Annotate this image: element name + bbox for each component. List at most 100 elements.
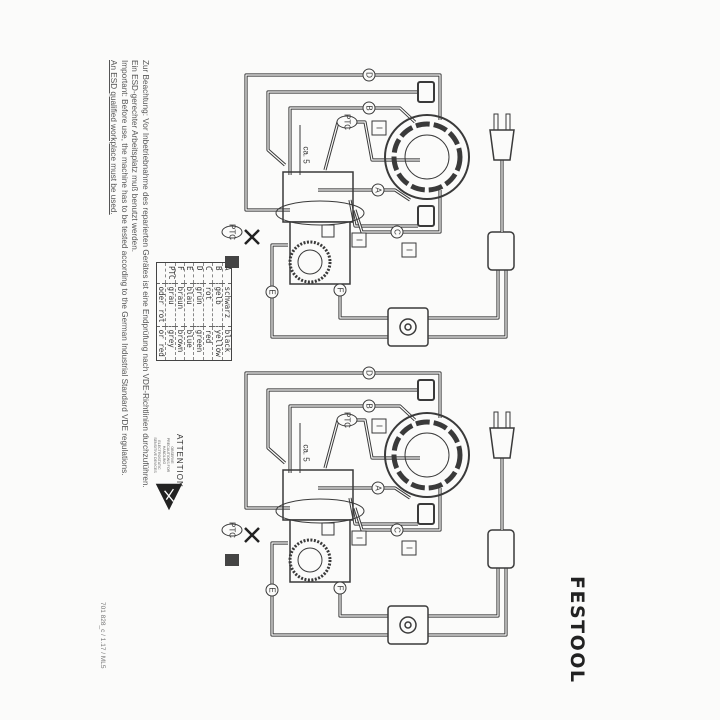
wire-label-c: C [393, 527, 402, 533]
brush-holder-top [417, 379, 435, 401]
terminal-box [401, 540, 417, 556]
switch-knob-center [404, 621, 412, 629]
note-en-esd: An ESD qualified workplace must be used. [109, 60, 119, 215]
wire-brush-top-core [267, 91, 418, 166]
wire-label-d-bubble [362, 366, 376, 380]
brush-holder-bottom [417, 503, 435, 525]
document-code: 701 828_c / 1.17 / ML5 [99, 602, 106, 669]
legend-de: grün [193, 283, 204, 327]
ptc-removed-label-bubble [221, 225, 243, 239]
note-de-test: Zur Beachtung: Vor Inbetriebnahme des re… [141, 60, 150, 488]
motor-stator [384, 412, 470, 498]
mains-switch [387, 605, 429, 645]
note-en-test: Important: Before use, the machine has t… [120, 60, 129, 476]
attention-title: ATTENTION [175, 434, 184, 488]
legend-en: or red [156, 326, 166, 361]
wire-label-e-bubble [265, 285, 279, 299]
wire-label-e-bubble [265, 583, 279, 597]
adjust-wheel [288, 538, 332, 582]
plug-pin-2 [505, 113, 511, 131]
plug-pin-1 [493, 113, 499, 131]
motor-winding [391, 121, 463, 193]
ptc-label-bubble [336, 115, 358, 129]
wire-label-f-bubble [333, 283, 347, 297]
wire-label-b: B [365, 105, 374, 110]
wire-a-core [318, 487, 411, 499]
electronic-module [282, 469, 354, 521]
wire-mains-2-core [428, 568, 507, 636]
service-notes: Zur Beachtung: Vor Inbetriebnahme des re… [108, 60, 151, 670]
legend-de: schwarz [222, 283, 232, 327]
esd-warning-icon [155, 483, 183, 511]
note-de-esd: Ein ESD-gerechter Arbeitsplatz muß benut… [130, 60, 140, 253]
terminal-mark: I [405, 249, 414, 251]
terminal-box [371, 120, 387, 136]
legend-en: green [193, 326, 204, 361]
wire-mains-1-core [428, 270, 499, 319]
wire-label-c: C [393, 229, 402, 235]
mains-plug [489, 129, 515, 161]
wire-label-e: E [268, 289, 277, 294]
wire-b-core [289, 405, 416, 473]
wire-label-b: B [365, 403, 374, 408]
legend-de: braun [175, 283, 185, 327]
motor-winding [391, 419, 463, 491]
legend-en: grey [165, 326, 176, 361]
terminal-mark: I [355, 239, 364, 241]
ptc-label-bubble [336, 413, 358, 427]
wire-label-f: F [336, 586, 345, 591]
waste-bin-icon [225, 554, 239, 566]
terminal-mark: I [375, 127, 384, 129]
wire-mains-1 [428, 568, 500, 618]
electronic-module [282, 171, 354, 223]
wire-label-a: A [374, 187, 383, 193]
ptc-removed-label: PTC [228, 522, 237, 538]
wire-label-a-bubble [371, 183, 385, 197]
legend-de: rot [203, 283, 213, 327]
legend-code: F [175, 262, 185, 284]
wire-label-f: F [336, 288, 345, 293]
legend-code: C [203, 262, 213, 284]
wire-label-e: E [268, 587, 277, 592]
mains-plug [489, 427, 515, 459]
wire-d-core [245, 372, 441, 509]
legend-en: black [222, 326, 232, 361]
adjust-wheel [288, 240, 332, 284]
wire-label-a-bubble [371, 481, 385, 495]
brush-holder-bottom [417, 205, 435, 227]
detail-highlight [275, 200, 365, 226]
motor-stator [384, 114, 470, 200]
cross-icon [244, 527, 260, 543]
wire-d-core [245, 74, 441, 211]
wire-label-d-bubble [362, 68, 376, 82]
wire-label-c-bubble [390, 523, 404, 537]
dimension-label: ca. 5 [302, 444, 311, 462]
plug-pin-2 [505, 411, 511, 429]
detail-highlight [275, 498, 365, 524]
ptc-removed-label-bubble [221, 523, 243, 537]
waste-bin-icon [225, 256, 239, 268]
terminal-mark: I [355, 537, 364, 539]
brush-holder-top [417, 81, 435, 103]
legend-en: yellow [212, 326, 223, 361]
legend-en: brown [175, 326, 185, 361]
terminal-mark: I [405, 547, 414, 549]
wire-mains-1 [428, 270, 500, 320]
wire-label-d: D [365, 72, 374, 78]
plug-pin-1 [493, 411, 499, 429]
wire-ptc-core [324, 419, 420, 469]
ptc-label: PTC [343, 114, 352, 130]
cross-icon [244, 229, 260, 245]
wire-label-a: A [374, 485, 383, 491]
legend-code: PTC [165, 262, 176, 284]
cord-connector [487, 231, 515, 271]
